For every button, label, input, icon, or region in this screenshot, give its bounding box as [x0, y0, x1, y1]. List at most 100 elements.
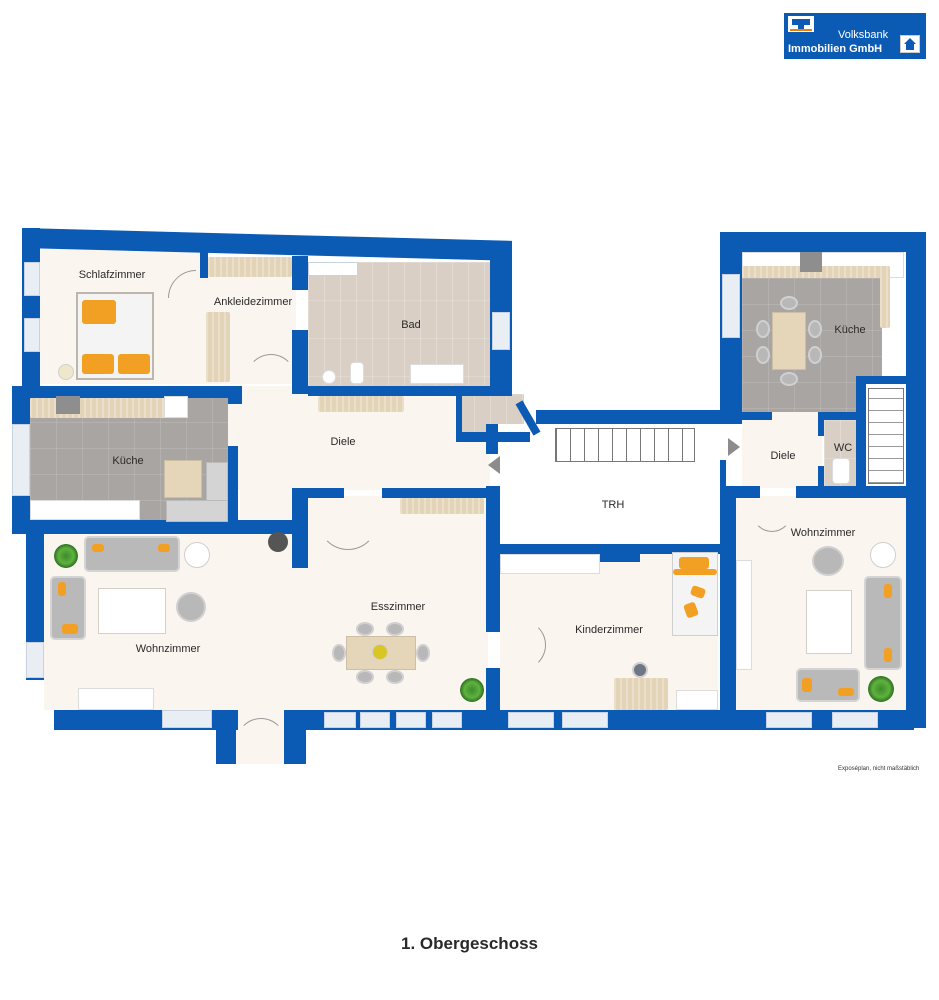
desk [614, 678, 668, 710]
window[interactable] [162, 710, 212, 728]
logo-line2: Immobilien GmbH [788, 43, 883, 55]
house-icon [900, 35, 920, 53]
single-bed [672, 552, 718, 636]
wall [742, 412, 772, 420]
door[interactable] [318, 490, 378, 550]
kueche-right-floor [742, 278, 882, 412]
room-label-kueche-right: Küche [834, 324, 866, 336]
entrance-door[interactable] [236, 718, 286, 768]
door[interactable] [752, 492, 792, 532]
window[interactable] [432, 712, 462, 728]
range-hood-icon [800, 252, 822, 272]
wall [292, 256, 308, 290]
chair [356, 670, 374, 684]
chair [780, 372, 798, 386]
wall [12, 520, 302, 534]
kitchen-counter [880, 266, 890, 328]
armchair [176, 592, 206, 622]
disclaimer-text: Exposéplan, nicht maßstäblich [838, 766, 920, 772]
arrow-right-icon [728, 438, 740, 456]
toilet [350, 362, 364, 384]
wall [292, 488, 344, 498]
wall [486, 486, 500, 632]
window[interactable] [396, 712, 426, 728]
chair [386, 622, 404, 636]
wall [818, 466, 824, 488]
window[interactable] [24, 318, 40, 352]
window[interactable] [12, 424, 30, 496]
room-label-kinderzimmer: Kinderzimmer [575, 624, 643, 636]
door[interactable] [496, 620, 546, 670]
wall [720, 460, 726, 488]
kitchen-fridge [164, 396, 188, 418]
room-label-schlafzimmer: Schlafzimmer [78, 269, 146, 281]
kitchen-table [164, 460, 202, 498]
wall [720, 486, 736, 730]
chair [386, 670, 404, 684]
stove-icon [268, 532, 288, 552]
wardrobe [500, 554, 600, 574]
wardrobe [208, 257, 292, 277]
wall [486, 668, 500, 730]
window[interactable] [722, 274, 740, 338]
side-table [870, 542, 896, 568]
wall [382, 488, 492, 498]
tv-sideboard [78, 688, 154, 710]
window[interactable] [492, 312, 510, 350]
bath-vanity [410, 364, 464, 384]
wall [308, 386, 512, 396]
room-label-bad: Bad [401, 319, 421, 331]
floor-title: 1. Obergeschoss [400, 934, 538, 953]
wc-toilet [832, 458, 850, 484]
double-bed [76, 292, 154, 380]
chair [808, 320, 822, 338]
wall [720, 232, 926, 252]
wall [906, 232, 926, 728]
wall [292, 330, 308, 394]
staircase [555, 428, 695, 462]
room-label-trh: TRH [601, 499, 625, 511]
room-label-wohnzimmer-right: Wohnzimmer [790, 527, 856, 539]
chair [808, 346, 822, 364]
window[interactable] [308, 262, 358, 276]
coffee-table [806, 590, 852, 654]
corner-bench [166, 500, 228, 522]
dining-table-kitchen [772, 312, 806, 370]
wall [856, 376, 906, 384]
window[interactable] [508, 712, 554, 728]
loveseat [796, 668, 860, 702]
window[interactable] [24, 262, 40, 296]
wall [216, 710, 236, 764]
window[interactable] [324, 712, 356, 728]
window[interactable] [562, 712, 608, 728]
table-centerpiece [372, 644, 388, 660]
logo-line1: Volksbank [838, 29, 889, 41]
wall [818, 412, 824, 436]
wall [200, 248, 208, 278]
window[interactable] [766, 712, 812, 728]
chair [416, 644, 430, 662]
window[interactable] [26, 642, 44, 678]
esszimmer-sideboard [400, 498, 484, 514]
room-label-diele: Diele [330, 436, 356, 448]
wall [22, 228, 40, 386]
arrow-left-icon [488, 456, 500, 474]
room-label-ankleidezimmer: Ankleidezimmer [213, 296, 293, 308]
range-hood-icon [56, 396, 80, 414]
company-logo: Volksbank Immobilien GmbH [784, 13, 926, 59]
sofa [84, 536, 180, 572]
kitchen-counter [30, 398, 166, 418]
coffee-table [98, 588, 166, 634]
wardrobe [206, 312, 230, 382]
shelf [676, 690, 718, 710]
window[interactable] [360, 712, 390, 728]
window[interactable] [832, 712, 878, 728]
chair [756, 346, 770, 364]
wall [292, 488, 308, 568]
room-label-esszimmer: Esszimmer [370, 601, 426, 613]
sofa [864, 576, 902, 670]
wall [796, 486, 912, 498]
door[interactable] [246, 354, 296, 404]
armchair [812, 546, 844, 576]
bidet [322, 370, 336, 384]
